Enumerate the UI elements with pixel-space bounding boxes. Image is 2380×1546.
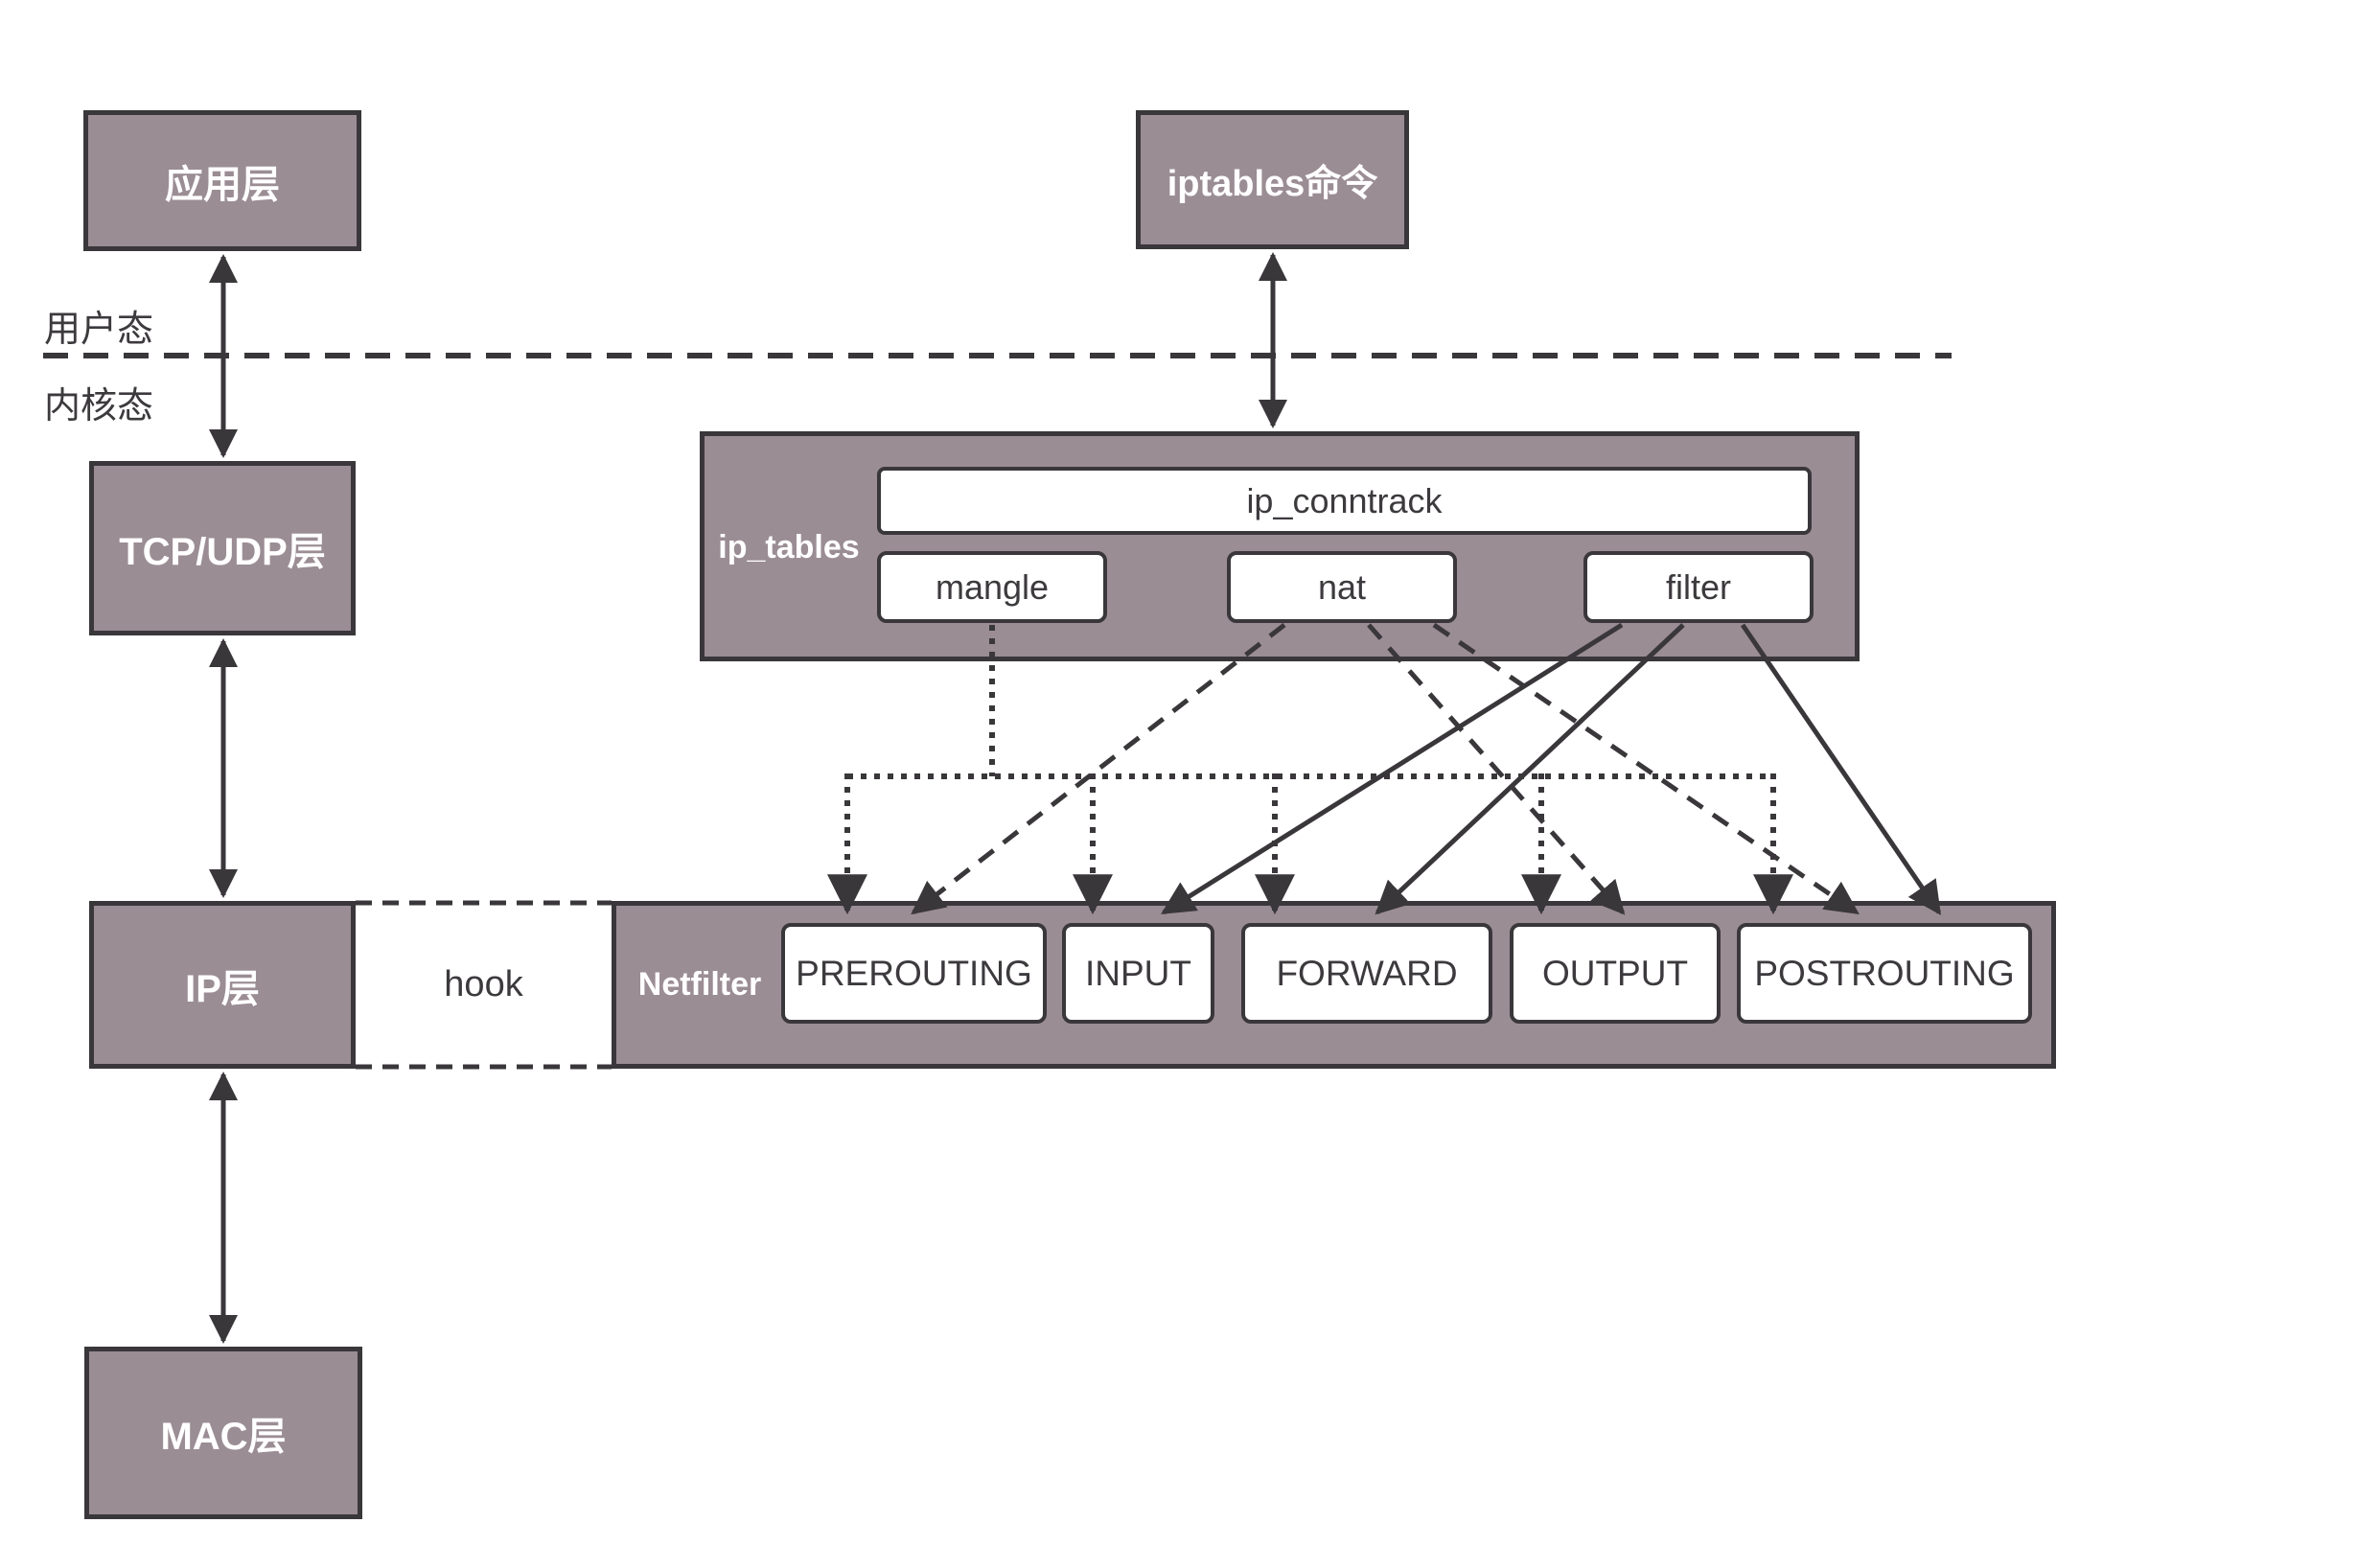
app-layer-label: 应用层 (165, 163, 280, 206)
filter-solid-arrows (1161, 622, 1942, 915)
chain-box-prerouting: PREROUTING (781, 923, 1047, 1024)
filter-to-forward-line (1375, 623, 1685, 915)
kernel-space-label: 内核态 (44, 386, 154, 427)
mangle-table-box: mangle (877, 551, 1107, 623)
netfilter-container-label: Netfilter (637, 966, 762, 1003)
filter-to-input-line (1161, 622, 1624, 915)
filter-table-label: filter (1665, 566, 1731, 607)
nat-to-prerouting-line (911, 623, 1286, 915)
chain-label-output: OUTPUT (1541, 953, 1689, 993)
ip-layer-box: IP层 (89, 901, 356, 1069)
chain-label-forward: FORWARD (1276, 953, 1458, 993)
filter-to-postrouting-line (1740, 623, 1942, 915)
ip-tables-container-label: ip_tables (718, 529, 860, 565)
nat-table-box: nat (1227, 551, 1457, 623)
ip-layer-label: IP层 (185, 967, 260, 1010)
nat-table-label: nat (1317, 566, 1367, 607)
app-layer-box: 应用层 (83, 110, 361, 251)
tcp-udp-layer-box: TCP/UDP层 (89, 461, 356, 635)
chain-box-output: OUTPUT (1510, 923, 1721, 1024)
ip-conntrack-label: ip_conntrack (1246, 480, 1443, 520)
chain-box-input: INPUT (1062, 923, 1214, 1024)
user-space-label: 用户态 (44, 310, 154, 350)
chain-label-prerouting: PREROUTING (796, 953, 1032, 993)
chain-box-postrouting: POSTROUTING (1737, 923, 2032, 1024)
nat-dashed-arrows (911, 622, 1860, 915)
iptables-cmd-box: iptables命令 (1136, 110, 1409, 249)
ip-conntrack-box: ip_conntrack (877, 467, 1812, 535)
tcp-udp-layer-label: TCP/UDP层 (119, 531, 326, 573)
chain-label-input: INPUT (1085, 953, 1191, 993)
chain-box-forward: FORWARD (1241, 923, 1492, 1024)
nat-to-output-line (1367, 623, 1626, 915)
mac-layer-label: MAC层 (160, 1416, 287, 1458)
iptables-cmd-label: iptables命令 (1167, 164, 1378, 204)
hook-label: hook (444, 964, 523, 1004)
filter-table-box: filter (1583, 551, 1814, 623)
mac-layer-box: MAC层 (84, 1347, 362, 1519)
nat-to-postrouting-line (1432, 622, 1860, 915)
mangle-table-label: mangle (935, 566, 1050, 607)
chain-label-postrouting: POSTROUTING (1754, 953, 2015, 993)
